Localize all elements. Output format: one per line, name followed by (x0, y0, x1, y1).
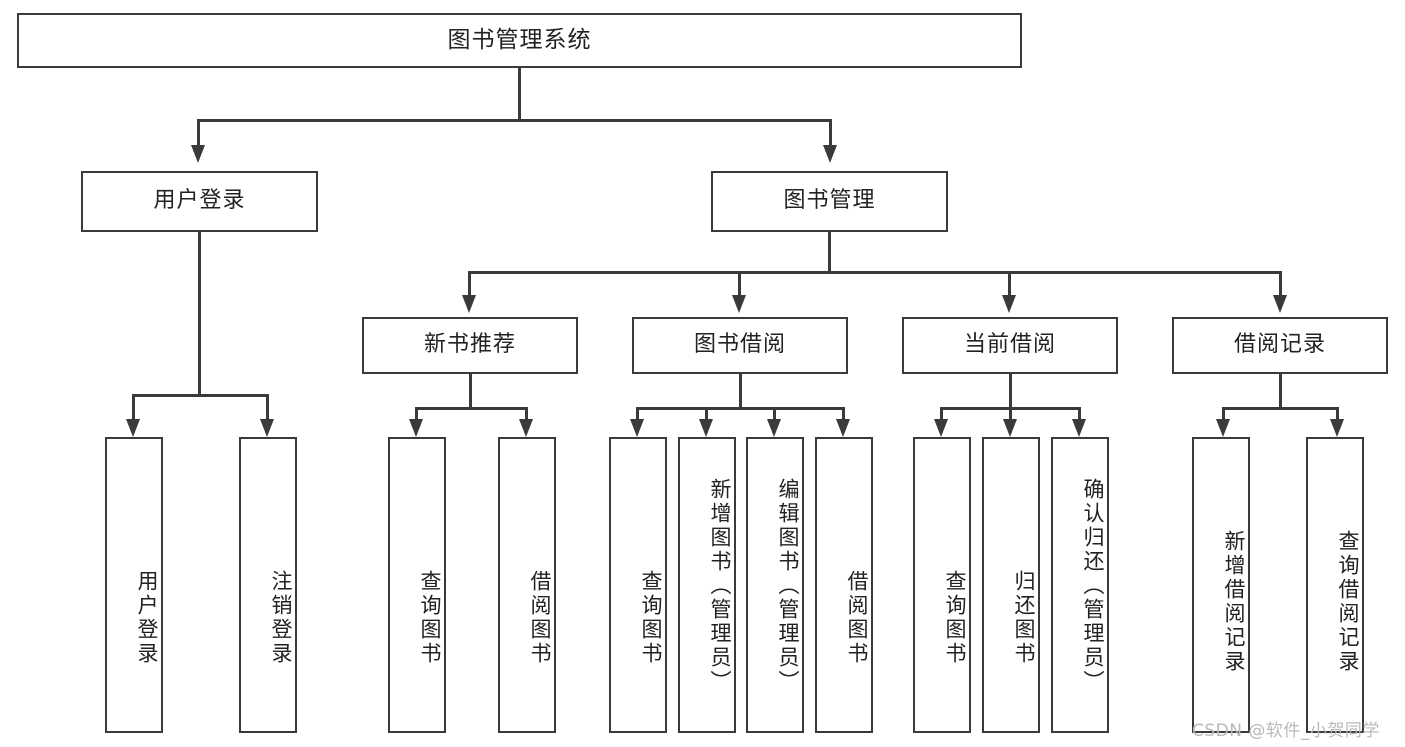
connector-cb-stem (1009, 374, 1012, 408)
arrow-to-leaf-edit-book (767, 419, 781, 437)
connector-cb-drop-3 (1078, 407, 1081, 419)
node-borrow-record[interactable]: 借阅记录 (1172, 317, 1388, 374)
connector-level3-bus (468, 271, 1282, 274)
node-book-management[interactable]: 图书管理 (711, 171, 948, 232)
connector-root-drop-right (829, 119, 832, 145)
arrow-to-leaf-return-book (1003, 419, 1017, 437)
arrow-to-leaf-user-login (126, 419, 140, 437)
connector-cb-drop-2 (1009, 407, 1012, 419)
arrow-to-leaf-query-record (1330, 419, 1344, 437)
connector-nbr-drop-2 (525, 407, 528, 419)
leaf-borrow-book-1[interactable]: 借阅图书 (498, 437, 556, 733)
connector-br-drop-2 (1336, 407, 1339, 419)
arrow-to-borrow-record (1273, 295, 1287, 313)
leaf-user-login[interactable]: 用户登录 (105, 437, 163, 733)
leaf-query-record[interactable]: 查询借阅记录 (1306, 437, 1364, 733)
connector-bb-drop-1 (636, 407, 639, 419)
leaf-add-record[interactable]: 新增借阅记录 (1192, 437, 1250, 733)
leaf-edit-book[interactable]: 编辑图书（管理员） (746, 437, 804, 733)
connector-bb-drop-3 (773, 407, 776, 419)
arrow-to-leaf-query-book-3 (934, 419, 948, 437)
connector-bb-drop-4 (842, 407, 845, 419)
leaf-query-book-1[interactable]: 查询图书 (388, 437, 446, 733)
connector-root-drop-left (197, 119, 200, 145)
arrow-to-leaf-confirm-return (1072, 419, 1086, 437)
arrow-to-book-borrow (732, 295, 746, 313)
connector-bb-drop-2 (705, 407, 708, 419)
leaf-add-book[interactable]: 新增图书（管理员） (678, 437, 736, 733)
connector-nbr-bus (415, 407, 527, 410)
connector-bb-stem (739, 374, 742, 408)
connector-user-login-drop-2 (266, 394, 269, 419)
connector-nbr-stem (469, 374, 472, 408)
arrow-to-current-borrow (1002, 295, 1016, 313)
connector-user-login-stem (198, 232, 201, 395)
node-current-borrow[interactable]: 当前借阅 (902, 317, 1118, 374)
node-book-borrow[interactable]: 图书借阅 (632, 317, 848, 374)
arrow-to-book-management (823, 145, 837, 163)
arrow-to-leaf-query-book-2 (630, 419, 644, 437)
leaf-confirm-return[interactable]: 确认归还（管理员） (1051, 437, 1109, 733)
arrow-to-new-book-recommend (462, 295, 476, 313)
leaf-return-book[interactable]: 归还图书 (982, 437, 1040, 733)
connector-level3-drop-1 (468, 271, 471, 295)
connector-book-mgmt-stem (828, 232, 831, 272)
connector-br-drop-1 (1222, 407, 1225, 419)
connector-root-stem (518, 68, 521, 120)
node-new-book-recommend[interactable]: 新书推荐 (362, 317, 578, 374)
leaf-query-book-3[interactable]: 查询图书 (913, 437, 971, 733)
connector-br-stem (1279, 374, 1282, 408)
arrow-to-leaf-borrow-book-1 (519, 419, 533, 437)
connector-user-login-drop-1 (132, 394, 135, 419)
arrow-to-leaf-add-record (1216, 419, 1230, 437)
connector-br-bus (1222, 407, 1338, 410)
leaf-query-book-2[interactable]: 查询图书 (609, 437, 667, 733)
connector-cb-drop-1 (940, 407, 943, 419)
arrow-to-leaf-logout-login (260, 419, 274, 437)
connector-bb-bus (636, 407, 844, 410)
arrow-to-leaf-borrow-book-2 (836, 419, 850, 437)
connector-root-bus (197, 119, 831, 122)
arrow-to-leaf-add-book (699, 419, 713, 437)
connector-level3-drop-4 (1279, 271, 1282, 295)
connector-level3-drop-2 (738, 271, 741, 295)
connector-nbr-drop-1 (415, 407, 418, 419)
arrow-to-leaf-query-book-1 (409, 419, 423, 437)
connector-user-login-bus (132, 394, 268, 397)
leaf-borrow-book-2[interactable]: 借阅图书 (815, 437, 873, 733)
connector-level3-drop-3 (1008, 271, 1011, 295)
node-user-login[interactable]: 用户登录 (81, 171, 318, 232)
leaf-logout-login[interactable]: 注销登录 (239, 437, 297, 733)
node-root-system[interactable]: 图书管理系统 (17, 13, 1022, 68)
arrow-to-user-login (191, 145, 205, 163)
